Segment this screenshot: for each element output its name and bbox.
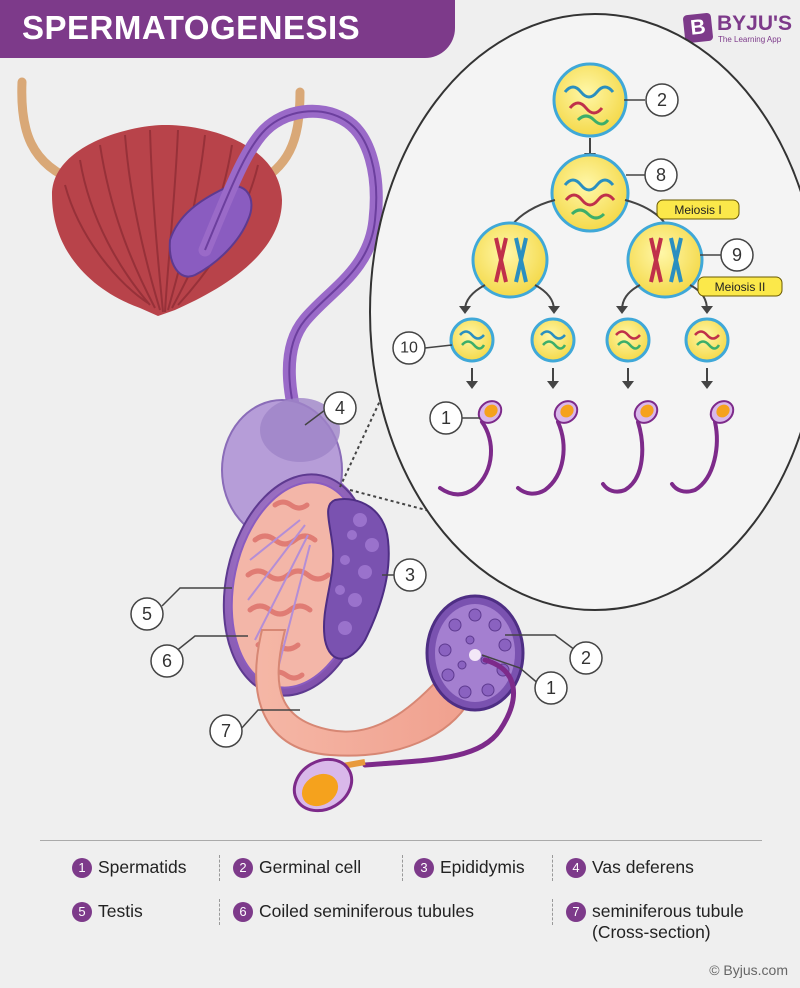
bladder: [52, 125, 282, 316]
copyright: © Byjus.com: [709, 962, 788, 978]
legend-divider: [40, 840, 762, 841]
legend-item-testis: 5 Testis: [72, 901, 143, 922]
svg-text:10: 10: [400, 340, 418, 357]
callout-5: 5: [130, 597, 164, 631]
sperm-cells: [438, 400, 735, 497]
spermatid-cells: [449, 317, 730, 363]
legend-badge: 6: [233, 902, 253, 922]
epididymis-coils: [335, 513, 379, 635]
svg-text:2: 2: [657, 90, 667, 110]
callout-1-top: 1: [429, 401, 463, 435]
callout-10: 10: [392, 331, 426, 365]
legend-item-vas-deferens: 4 Vas deferens: [566, 857, 694, 878]
legend-label: Germinal cell: [259, 857, 362, 877]
sperm-tail-large: [362, 657, 516, 768]
legend-badge: 2: [233, 858, 253, 878]
legend-label: seminiferous tubule (Cross-section): [592, 901, 744, 942]
svg-text:5: 5: [142, 604, 152, 624]
germinal-cell: [552, 62, 628, 138]
svg-text:1: 1: [441, 408, 451, 428]
brand-logo: B BYJU'S The Learning App: [682, 12, 794, 48]
legend-item-tubule-cross-section: 7 seminiferous tubule (Cross-section): [566, 901, 766, 943]
svg-text:7: 7: [221, 721, 231, 741]
legend-badge: 7: [566, 902, 586, 922]
secondary-spermatocyte-left: [471, 221, 549, 299]
legend-separator: [402, 855, 404, 881]
legend-label: Spermatids: [98, 857, 187, 877]
brand-name: BYJU'S: [717, 12, 793, 35]
callout-8: 8: [644, 158, 678, 192]
primary-spermatocyte: [550, 153, 630, 233]
meiosis-1-tag: Meiosis I: [656, 199, 740, 220]
svg-text:6: 6: [162, 651, 172, 671]
brand-tagline: The Learning App: [718, 35, 782, 44]
page-title: SPERMATOGENESIS: [22, 9, 361, 46]
title-banner: SPERMATOGENESIS: [0, 0, 455, 58]
legend-badge: 4: [566, 858, 586, 878]
legend-badge: 3: [414, 858, 434, 878]
callout-2-top: 2: [645, 83, 679, 117]
svg-text:8: 8: [656, 165, 666, 185]
meiosis-zoom-panel: [369, 13, 800, 611]
legend-label: Vas deferens: [592, 857, 694, 877]
meiosis-2-tag: Meiosis II: [697, 276, 783, 297]
svg-text:4: 4: [335, 398, 345, 418]
legend-item-epididymis: 3 Epididymis: [414, 857, 525, 878]
svg-text:9: 9: [732, 245, 742, 265]
legend-item-germinal-cell: 2 Germinal cell: [233, 857, 361, 878]
svg-text:3: 3: [405, 565, 415, 585]
svg-text:1: 1: [546, 678, 556, 698]
svg-text:2: 2: [581, 648, 591, 668]
legend-label: Coiled seminiferous tubules: [259, 901, 474, 921]
legend-item-spermatids: 1 Spermatids: [72, 857, 187, 878]
sperm-head-large: [292, 757, 366, 813]
legend-badge: 1: [72, 858, 92, 878]
legend-item-coiled-tubules: 6 Coiled seminiferous tubules: [233, 901, 474, 922]
legend-separator: [552, 855, 554, 881]
legend-badge: 5: [72, 902, 92, 922]
svg-text:Meiosis I: Meiosis I: [674, 203, 721, 217]
callout-7: 7: [209, 714, 243, 748]
callout-4: 4: [323, 391, 357, 425]
callout-2-bottom: 2: [569, 641, 603, 675]
legend-label: Testis: [98, 901, 143, 921]
secondary-spermatocyte-right: [626, 221, 704, 299]
legend-separator: [219, 855, 221, 881]
callout-6: 6: [150, 644, 184, 678]
legend-separator: [219, 899, 221, 925]
legend-separator: [552, 899, 554, 925]
tubule-cross-section: [425, 594, 525, 712]
svg-text:Meiosis II: Meiosis II: [715, 280, 766, 294]
callout-1-bottom: 1: [534, 671, 568, 705]
legend-label: Epididymis: [440, 857, 525, 877]
callout-9: 9: [720, 238, 754, 272]
callout-3: 3: [393, 558, 427, 592]
